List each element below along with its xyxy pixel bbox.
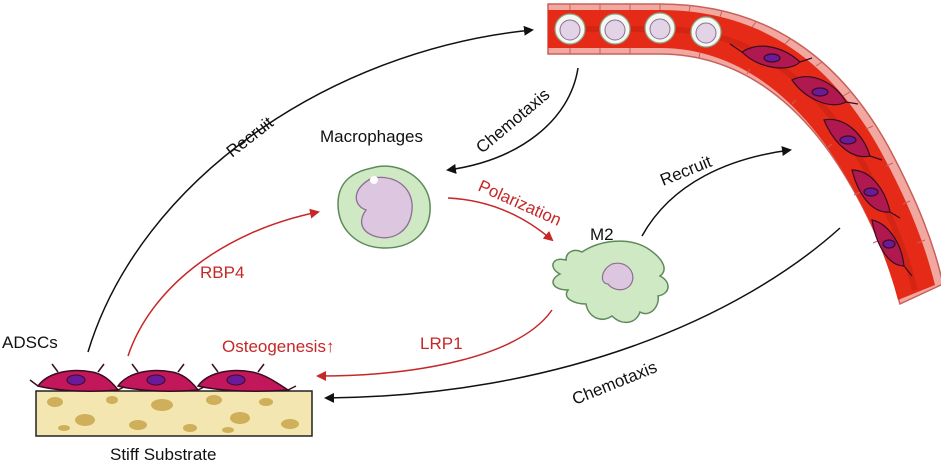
vessel-stromal-cells	[729, 43, 913, 277]
recruit-m2-arrow	[641, 146, 792, 237]
adsc-cell-icon	[116, 363, 207, 392]
lrp1-label: LRP1	[420, 334, 463, 353]
adsc-cell-icon	[196, 363, 297, 392]
recruit-adscs-arrow	[87, 25, 534, 353]
polarization-arrow	[447, 197, 554, 242]
macrophage-icon	[337, 165, 431, 249]
chemotaxis-top-arrow	[446, 67, 579, 174]
m2-macrophage-icon	[552, 240, 669, 324]
polarization-label: Polarization	[475, 176, 564, 229]
vessel-leukocytes	[554, 12, 722, 48]
recruit-left-label: Recruit	[223, 113, 277, 161]
recruit-right-label: Recruit	[657, 152, 714, 190]
blood-vessel-icon	[547, 3, 941, 306]
adscs-label: ADSCs	[2, 333, 58, 352]
stiff-substrate-icon	[35, 390, 313, 437]
osteogenesis-label: Osteogenesis↑	[222, 337, 334, 356]
m2-label: M2	[590, 225, 614, 244]
rbp4-label: RBP4	[200, 263, 244, 282]
chemotaxis-bottom-label: Chemotaxis	[569, 357, 659, 408]
adsc-cells	[29, 363, 297, 392]
chemotaxis-top-label: Chemotaxis	[472, 85, 553, 157]
lrp1-arrow	[316, 309, 553, 381]
macrophages-label: Macrophages	[320, 127, 423, 146]
rbp4-arrow	[127, 208, 320, 357]
stiff-substrate-label: Stiff Substrate	[110, 445, 216, 462]
adsc-cell-icon	[29, 363, 127, 392]
chemotaxis-bottom-arrow	[324, 227, 841, 403]
